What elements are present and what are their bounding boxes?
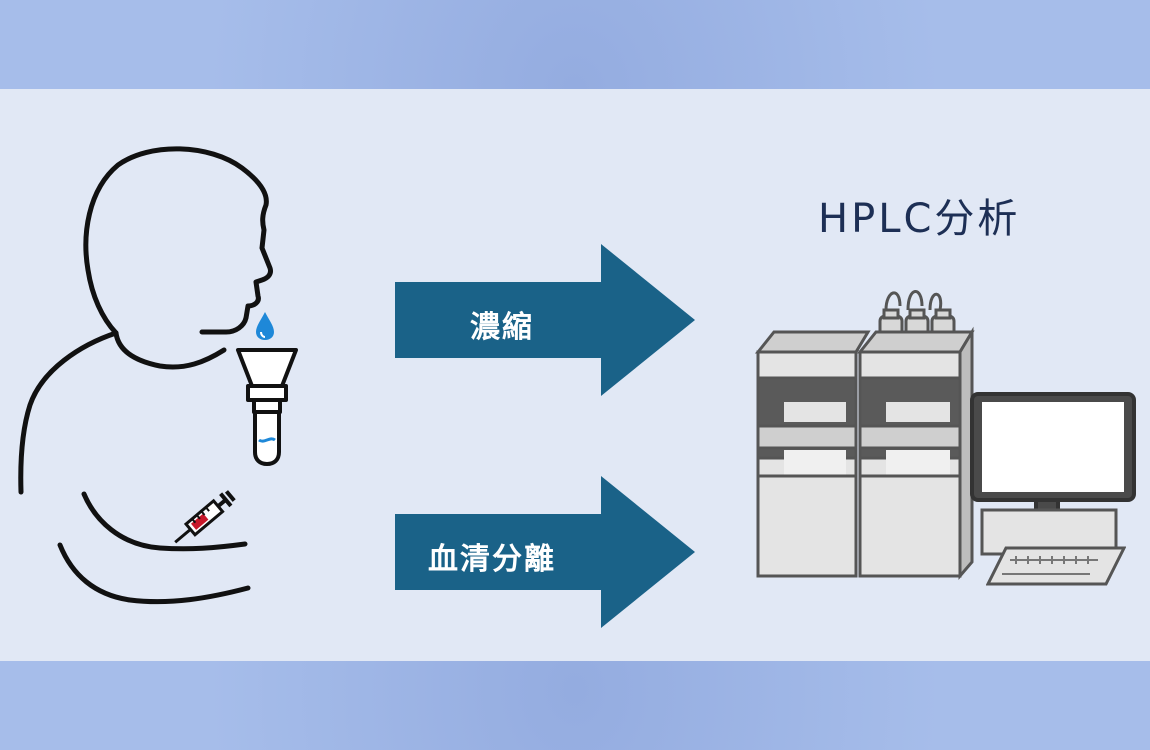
syringe-icon (174, 490, 236, 544)
person-outline-icon (18, 146, 273, 605)
serum-separation-arrow (395, 476, 695, 628)
funnel-tube-icon (236, 348, 298, 466)
hplc-instrument-icon (754, 290, 975, 581)
concentration-label: 濃縮 (470, 310, 534, 345)
keyboard-icon (986, 546, 1126, 586)
serum-separation-label: 血清分離 (428, 542, 556, 577)
monitor-icon (970, 392, 1136, 556)
hplc-title: HPLC分析 (818, 196, 1021, 242)
concentration-arrow (395, 244, 695, 396)
water-drop-icon (256, 312, 274, 340)
